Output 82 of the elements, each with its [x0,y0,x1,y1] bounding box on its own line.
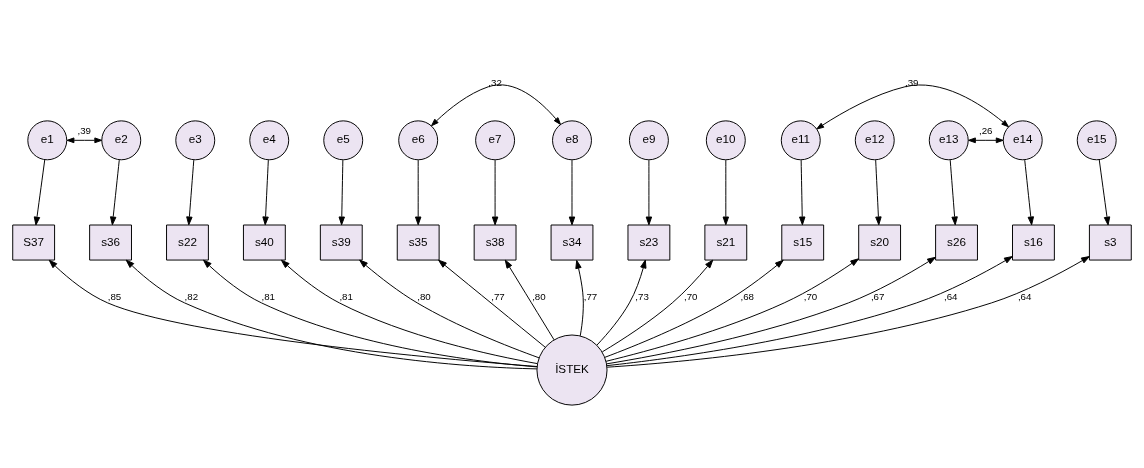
arrow [968,136,1004,143]
edge-label: ,70 [803,290,818,302]
arrow [491,159,499,225]
arrow [816,84,1009,129]
node-circle: e12 [854,119,895,160]
edge-label: ,64 [943,290,958,302]
edge-label: ,73 [635,290,649,302]
edge-label: ,81 [261,290,276,302]
arrow [359,259,540,358]
node-circle: e2 [101,119,142,160]
arrow [281,259,538,364]
edge-label: ,80 [417,290,431,302]
node-box: s21 [704,224,748,261]
arrow [414,159,422,225]
arrow [568,159,576,225]
edge-label: ,80 [532,290,546,302]
edge-label: ,32 [488,76,502,88]
arrow [48,259,538,367]
arrow [606,255,1013,366]
node-circle: e1 [27,119,68,160]
arrow [110,159,120,225]
node-circle: e5 [323,119,364,160]
arrow [504,259,555,340]
node-box: s22 [166,224,209,261]
node-circle: e10 [705,119,746,160]
node-circle: e4 [249,119,290,160]
arrow [1098,158,1111,225]
arrow [606,256,936,364]
node-box: s3 [1088,224,1132,261]
edge-label: ,26 [978,124,993,136]
edge-label: ,81 [339,290,353,302]
arrow [66,136,103,143]
edge-label: ,67 [870,290,885,302]
arrow [645,159,653,225]
edge-label: ,70 [684,290,698,302]
arrow [438,259,546,348]
edge-label: ,64 [1017,290,1032,302]
node-circle: İSTEK [536,334,608,406]
edge-label: ,82 [184,290,199,302]
node-box: s16 [1012,224,1055,261]
edge-label: ,68 [740,290,754,302]
node-circle: e8 [552,119,592,160]
node-box: s39 [319,224,363,261]
node-circle: e9 [628,119,669,160]
node-box: s36 [89,224,132,261]
arrow [203,259,538,367]
arrow [186,159,195,225]
node-box: s20 [858,224,902,261]
node-box: S37 [12,224,56,261]
arrow [431,83,561,126]
node-box: s23 [627,224,671,261]
arrow [601,259,714,352]
arrow [262,159,269,225]
arrow [875,159,882,225]
arrow [949,159,958,225]
arrow [596,259,647,346]
arrow [604,259,784,358]
arrow [338,159,345,225]
arrow [722,159,730,225]
node-circle: e3 [175,119,216,160]
edge-label: ,39 [904,76,919,88]
arrow [799,159,806,225]
node-box: s34 [550,224,594,261]
node-circle: e7 [475,119,516,160]
node-box: s15 [781,224,825,261]
edge-label: ,85 [107,290,122,302]
arrow [33,158,46,225]
node-box: s35 [396,224,440,261]
node-circle: e13 [928,119,969,160]
node-circle: e15 [1076,119,1117,160]
arrow [1024,159,1034,225]
node-circle: e11 [780,119,821,160]
node-box: s38 [473,224,517,261]
arrow [606,255,1090,368]
edge-label: ,77 [491,290,505,302]
edge-label: ,39 [77,124,92,136]
edge-label: ,77 [583,290,598,302]
node-box: s26 [935,224,978,261]
node-box: s40 [242,224,286,261]
arrow [125,259,538,369]
arrow [575,259,584,336]
arrow [605,257,859,362]
